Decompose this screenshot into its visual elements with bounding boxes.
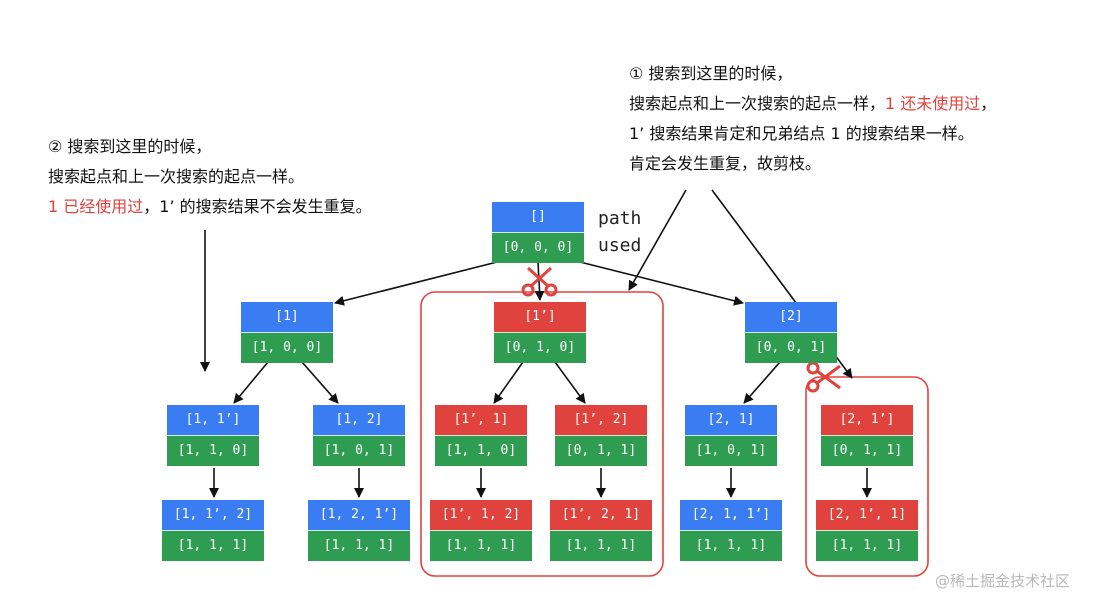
node-used: [0, 0, 0] xyxy=(492,232,584,263)
watermark: @稀土掘金技术社区 xyxy=(935,572,1071,590)
annotation-right-highlight: 1 还未使用过 xyxy=(885,94,981,113)
node-path: [2] xyxy=(745,302,837,332)
legend-path-label: path xyxy=(598,208,642,229)
edge-root-1 xyxy=(334,259,506,306)
node-path: [] xyxy=(492,202,584,232)
annotation-right-line2: 搜索起点和上一次搜索的起点一样，1 还未使用过， xyxy=(629,89,996,119)
annotation-left-line1: ② 搜索到这里的时候， xyxy=(48,137,212,156)
tree-node-2-1p: [2, 1’] [0, 1, 1] xyxy=(821,405,913,466)
annotation-right-line1: ① 搜索到这里的时候， xyxy=(629,64,793,83)
node-used: [1, 0, 1] xyxy=(685,435,777,466)
tree-node-1-1p-2: [1, 1’, 2] [1, 1, 1] xyxy=(162,500,264,561)
annotation-left-line3-rest: ，1’ 的搜索结果不会发生重复。 xyxy=(143,197,372,216)
node-used: [1, 1, 1] xyxy=(816,530,918,561)
annotation-right-line2-end: ， xyxy=(980,94,997,113)
tree-node-2-1-1p: [2, 1, 1’] [1, 1, 1] xyxy=(680,500,782,561)
tree-node-1-2-1p: [1, 2, 1’] [1, 1, 1] xyxy=(308,500,410,561)
tree-node-2-1p-1: [2, 1’, 1] [1, 1, 1] xyxy=(816,500,918,561)
node-used: [1, 0, 0] xyxy=(241,332,333,363)
tree-node-1p-1-2: [1’, 1, 2] [1, 1, 1] xyxy=(430,500,532,561)
tree-node-1: [1] [1, 0, 0] xyxy=(241,302,333,363)
annotation-right: ① 搜索到这里的时候， 搜索起点和上一次搜索的起点一样，1 还未使用过， 1’ … xyxy=(629,59,996,179)
node-path: [1’, 2] xyxy=(555,405,647,435)
node-path: [1] xyxy=(241,302,333,332)
tree-node-2: [2] [0, 0, 1] xyxy=(745,302,837,363)
node-used: [1, 1, 1] xyxy=(680,530,782,561)
annotation-right-line4: 肯定会发生重复，故剪枝。 xyxy=(629,154,822,173)
edge-1-11p xyxy=(233,361,269,404)
node-used: [0, 1, 1] xyxy=(821,435,913,466)
tree-node-1p-2: [1’, 2] [0, 1, 1] xyxy=(555,405,647,466)
annotation-right-line2-plain: 搜索起点和上一次搜索的起点一样， xyxy=(629,94,886,113)
annotation-right-line3: 1’ 搜索结果肯定和兄弟结点 1 的搜索结果一样。 xyxy=(629,124,974,143)
node-path: [1’, 2, 1] xyxy=(550,500,652,530)
tree-node-1-2: [1, 2] [1, 0, 1] xyxy=(313,405,405,466)
edge-1-12 xyxy=(301,361,339,404)
node-path: [1, 1’, 2] xyxy=(162,500,264,530)
node-used: [1, 1, 1] xyxy=(550,530,652,561)
tree-node-2-1: [2, 1] [1, 0, 1] xyxy=(685,405,777,466)
annotation-left-line2: 搜索起点和上一次搜索的起点一样。 xyxy=(48,167,305,186)
node-used: [1, 1, 1] xyxy=(162,530,264,561)
legend-used-label: used xyxy=(598,235,642,256)
tree-node-1p-2-1: [1’, 2, 1] [1, 1, 1] xyxy=(550,500,652,561)
scissors-icon xyxy=(521,266,558,297)
node-path: [1, 2, 1’] xyxy=(308,500,410,530)
node-used: [1, 1, 0] xyxy=(167,435,259,466)
edge-2-21 xyxy=(743,361,781,404)
node-path: [2, 1] xyxy=(685,405,777,435)
annotation-left: ② 搜索到这里的时候， 搜索起点和上一次搜索的起点一样。 1 已经使用过，1’ … xyxy=(48,132,372,222)
node-path: [2, 1’, 1] xyxy=(816,500,918,530)
scissors-icon xyxy=(806,361,841,393)
edge-root-1p xyxy=(534,261,545,301)
node-path: [2, 1’] xyxy=(821,405,913,435)
node-used: [1, 1, 0] xyxy=(435,435,527,466)
annotation-left-line3: 1 已经使用过，1’ 的搜索结果不会发生重复。 xyxy=(48,192,372,222)
node-path: [1, 1’] xyxy=(167,405,259,435)
node-used: [1, 0, 1] xyxy=(313,435,405,466)
node-path: [2, 1, 1’] xyxy=(680,500,782,530)
tree-node-root: [] [0, 0, 0] xyxy=(492,202,584,263)
node-path: [1’] xyxy=(494,302,586,332)
node-used: [1, 1, 1] xyxy=(308,530,410,561)
tree-node-1p: [1’] [0, 1, 0] xyxy=(494,302,586,363)
node-used: [0, 1, 0] xyxy=(494,332,586,363)
node-path: [1’, 1, 2] xyxy=(430,500,532,530)
node-used: [1, 1, 1] xyxy=(430,530,532,561)
node-used: [0, 1, 1] xyxy=(555,435,647,466)
prune-box-2-1p xyxy=(805,376,929,577)
node-used: [0, 0, 1] xyxy=(745,332,837,363)
tree-node-1p-1: [1’, 1] [1, 1, 0] xyxy=(435,405,527,466)
tree-node-1-1p: [1, 1’] [1, 1, 0] xyxy=(167,405,259,466)
edge-1p-1p2 xyxy=(554,361,586,404)
edge-1p-1p1 xyxy=(493,361,524,404)
annotation-arrow-right-a xyxy=(628,189,687,291)
node-path: [1’, 1] xyxy=(435,405,527,435)
node-path: [1, 2] xyxy=(313,405,405,435)
annotation-left-highlight: 1 已经使用过 xyxy=(48,197,144,216)
edge-root-2 xyxy=(571,259,744,306)
